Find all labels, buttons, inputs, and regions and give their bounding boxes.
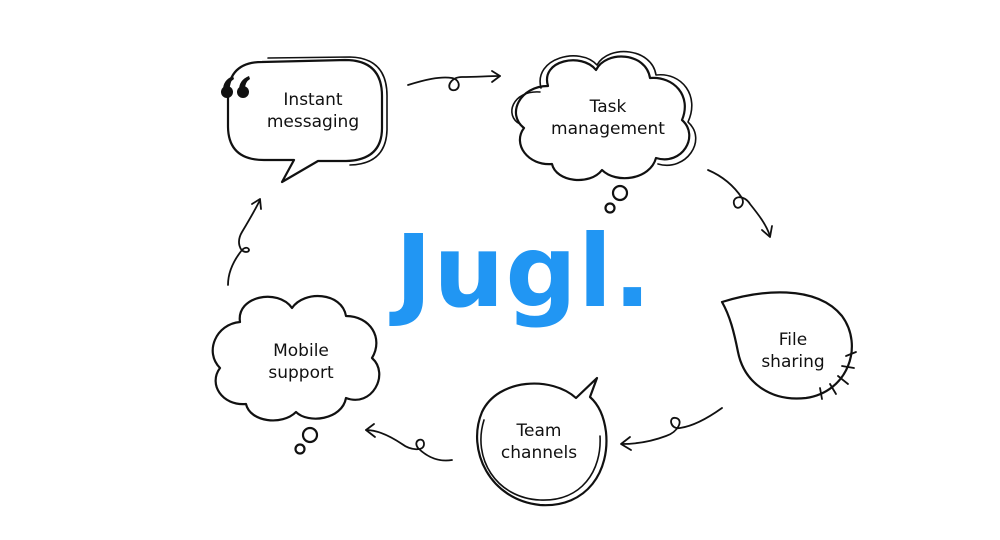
node-label-line: messaging (266, 112, 360, 132)
flow-arrows (227, 70, 773, 462)
node-label-task-management: Task management (538, 96, 678, 140)
node-label-file-sharing: File sharing (738, 329, 848, 373)
thought-dot-large (611, 184, 629, 202)
drop-bubble-file-sharing (720, 291, 853, 400)
node-label-line: Instant (283, 90, 343, 110)
round-bubble-outline (476, 376, 608, 507)
node-label-instant-messaging: Instant messaging (258, 89, 368, 133)
arrow-messaging-to-task (407, 70, 501, 92)
quote-icon (221, 76, 250, 98)
arrow-task-to-file (707, 169, 773, 238)
thought-cloud-task-management (511, 50, 697, 214)
cloud-outline-echo (539, 50, 697, 167)
round-bubble-outline-echo (480, 419, 601, 501)
sparkle-lines-icon (819, 351, 857, 400)
thought-dot-large (301, 426, 319, 444)
arrow-team-to-mobile (365, 423, 453, 462)
node-label-line: Mobile (273, 341, 329, 361)
cloud-outline (514, 55, 691, 182)
node-label-mobile-support: Mobile support (246, 340, 356, 384)
brand-logo: Jugl. (395, 213, 653, 330)
arrow-mobile-to-messaging (227, 198, 262, 286)
node-label-line: sharing (761, 352, 825, 372)
cloud-outline (211, 295, 381, 422)
round-bubble-team-channels (476, 376, 608, 507)
node-label-line: Team (516, 421, 562, 441)
arrow-file-to-team (620, 407, 723, 451)
drop-outline (720, 291, 853, 400)
thought-dot-small (604, 202, 616, 214)
node-label-line: support (268, 363, 334, 383)
node-label-team-channels: Team channels (484, 420, 594, 464)
thought-cloud-mobile-support (211, 295, 381, 455)
node-label-line: channels (500, 443, 578, 463)
node-label-line: File (778, 330, 808, 350)
bubble-outline-echo (267, 56, 388, 166)
node-label-line: management (551, 119, 665, 139)
cloud-outline-echo-2 (511, 91, 541, 125)
node-label-line: Task (589, 97, 627, 117)
thought-dot-small (294, 443, 306, 455)
